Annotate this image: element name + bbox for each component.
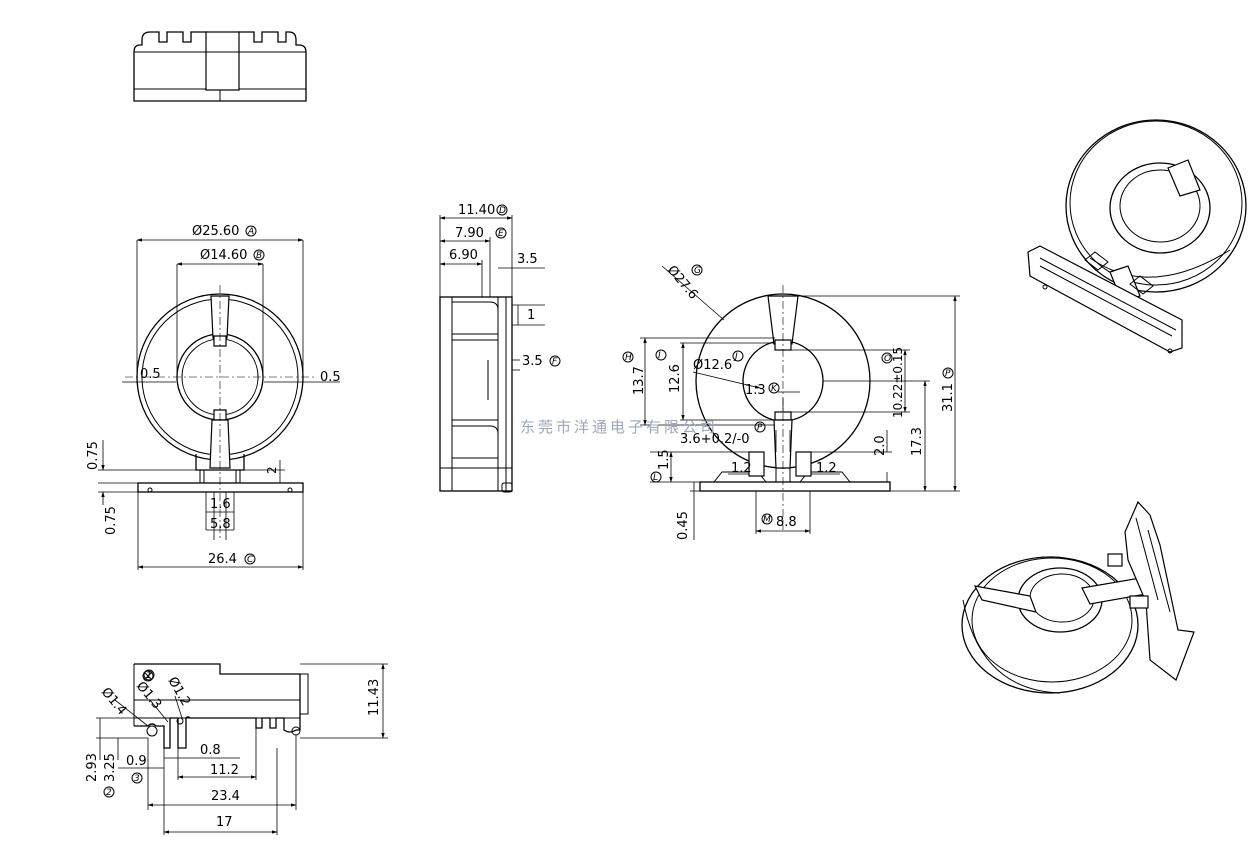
- ref-c: C: [247, 555, 254, 565]
- section-foot-right: 1.2: [816, 461, 837, 476]
- section-h126: 12.6: [668, 364, 683, 393]
- section-slot-h: 10.22±0.15: [891, 347, 905, 418]
- ref-3: 3: [134, 774, 140, 784]
- side-d35a: 3.5: [517, 252, 538, 267]
- side-depth: 11.40: [458, 203, 495, 218]
- ref-h: H: [625, 353, 632, 363]
- company-watermark: 东莞市洋通电子有限公司: [520, 418, 718, 436]
- front-inner-dia: Ø14.60: [200, 248, 247, 263]
- top-view: [133, 31, 307, 102]
- section-h137: 13.7: [632, 366, 647, 395]
- isometric-view-bottom: [961, 500, 1195, 694]
- ref-e: E: [498, 229, 504, 239]
- front-gap-2: 2: [265, 466, 279, 474]
- ref-k: K: [771, 384, 778, 394]
- ref-a: A: [247, 227, 254, 237]
- ref-p: P: [757, 423, 763, 433]
- ref-m: M: [763, 515, 771, 525]
- bottom-d293: 2.93: [85, 753, 100, 782]
- ref-j: J: [733, 352, 738, 362]
- section-h20: 2.0: [873, 435, 888, 456]
- bottom-height: 11.43: [367, 679, 382, 716]
- bottom-d17: 17: [216, 815, 233, 830]
- front-lower-075: 0.75: [104, 506, 119, 535]
- front-pin-58: 5.8: [210, 517, 231, 532]
- side-d1: 1: [527, 308, 535, 323]
- ref-b: B: [256, 251, 262, 261]
- ref-f: F: [552, 357, 558, 367]
- front-view: Ø25.60 A Ø14.60 B 0.5 0.5 0.75 0.75 2 1.…: [86, 224, 341, 570]
- bottom-d13: Ø1.3: [133, 679, 164, 712]
- ref-p-total: P: [945, 369, 951, 379]
- section-height-total: 31.1: [941, 383, 956, 412]
- section-slot: 1.3: [745, 383, 766, 398]
- ref-d: D: [499, 206, 506, 216]
- section-h045: 0.45: [676, 511, 691, 540]
- bottom-view: Ø1.4 Ø1.3 Ø1.2 11.43 2.93 3.25 2 3 1 0.9…: [85, 663, 388, 835]
- front-pin-16: 1.6: [210, 497, 231, 512]
- section-view: Ø27.6 G 13.7 H 12.6 I Ø12.6 J 1.3 K 10.2…: [622, 263, 960, 540]
- section-inner-dia: Ø12.6: [693, 358, 732, 373]
- bottom-d12: Ø1.2: [165, 675, 193, 709]
- front-outer-dia: Ø25.60: [192, 224, 239, 239]
- bottom-d08: 0.8: [200, 743, 221, 758]
- ref-2: 2: [106, 788, 112, 798]
- section-pitch: 8.8: [776, 515, 797, 530]
- bottom-d325: 3.25: [103, 753, 118, 782]
- front-wall-left: 0.5: [140, 367, 161, 382]
- section-foot-left: 1.2: [731, 461, 752, 476]
- bottom-d112: 11.2: [210, 763, 239, 778]
- front-base-width: 26.4: [208, 552, 237, 567]
- section-h173: 17.3: [910, 427, 925, 456]
- ref-g: G: [694, 266, 701, 276]
- side-view: 11.40 D 7.90 E 6.90 3.5 1 3.5 F: [439, 203, 561, 493]
- bottom-d14: Ø1.4: [98, 685, 129, 718]
- ref-i: I: [658, 351, 661, 361]
- side-d35b: 3.5: [522, 354, 543, 369]
- bottom-d09: 0.9: [126, 754, 147, 769]
- section-w36: 3.6+0.2/-0: [680, 432, 750, 447]
- section-h15: 1.5: [657, 449, 672, 470]
- front-upper-075: 0.75: [86, 441, 101, 470]
- front-wall-right: 0.5: [320, 370, 341, 385]
- side-d790: 7.90: [455, 226, 484, 241]
- isometric-view-top: [1027, 119, 1247, 354]
- side-d690: 6.90: [449, 248, 478, 263]
- ref-1: 1: [146, 671, 152, 681]
- bottom-d234: 23.4: [211, 789, 240, 804]
- ref-l: L: [653, 473, 658, 483]
- ref-o: O: [884, 354, 891, 364]
